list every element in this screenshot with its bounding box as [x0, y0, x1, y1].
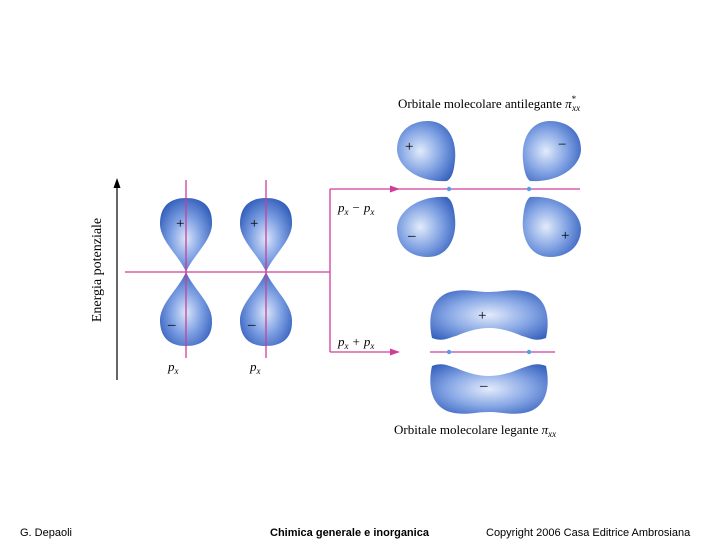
p-orbital-2-sign-bottom: – [247, 317, 256, 333]
comb-plus-a-sub: x [344, 341, 349, 351]
connector-bonding-arrowhead [390, 348, 400, 356]
combination-plus-label: px+px [337, 334, 374, 351]
antibonding-sign-bottom-right: + [561, 228, 569, 244]
p-orbital-1-label-base: p [167, 359, 175, 374]
antibonding-lobe-top-right [522, 121, 581, 182]
bonding-title-sub: xx [547, 429, 556, 439]
antibonding-title-symbol: π [565, 96, 572, 111]
atomic-p-orbital-1: + – px [159, 180, 213, 376]
bonding-nucleus-left [446, 349, 452, 355]
connector-antibonding-arrowhead [390, 185, 400, 193]
antibonding-title-text: Orbitale molecolare antilegante [398, 96, 565, 111]
antibonding-title: Orbitale molecolare antilegante π*xx [398, 94, 580, 113]
antibonding-lobe-bottom-left [397, 196, 456, 257]
comb-minus-b-sub: x [369, 207, 374, 217]
antibonding-title-sub: xx [571, 103, 580, 113]
p-orbital-1-sign-top: + [176, 216, 184, 232]
footer-book-title: Chimica generale e inorganica [270, 527, 429, 539]
p-orbital-2-sign-top: + [250, 216, 258, 232]
p-orbital-2-label-base: p [249, 359, 257, 374]
comb-minus-a: p [337, 200, 345, 215]
comb-minus-a-sub: x [344, 207, 349, 217]
antibonding-lobe-bottom-right [522, 196, 581, 257]
antibonding-lobe-top-left [397, 121, 456, 182]
bonding-title: Orbitale molecolare legante πxx [394, 422, 556, 439]
antibonding-nucleus-right [526, 186, 532, 192]
bonding-band-top [430, 290, 548, 340]
p-orbital-1-label: px [167, 359, 179, 376]
footer-author: G. Depaoli [20, 527, 72, 539]
combination-connector [329, 185, 400, 356]
comb-plus-b-sub: x [369, 341, 374, 351]
bonding-sign-bottom: – [479, 378, 488, 394]
antibonding-nucleus-left [446, 186, 452, 192]
antibonding-title-sup: * [572, 94, 577, 104]
bonding-orbital: + – Orbitale molecolare legante πxx [394, 290, 556, 439]
atomic-p-orbital-2: + – px [239, 180, 293, 376]
comb-plus-b: p [363, 334, 371, 349]
bonding-nucleus-right [526, 349, 532, 355]
energy-axis-label: Energia potenziale [90, 218, 105, 322]
antibonding-sign-top-right: − [558, 137, 566, 153]
energy-axis-arrowhead [113, 178, 121, 188]
antibonding-orbital: Orbitale molecolare antilegante π*xx + −… [397, 94, 581, 257]
comb-minus-op: − [353, 200, 360, 215]
p-orbital-1-label-sub: x [174, 366, 179, 376]
comb-plus-a: p [337, 334, 345, 349]
p-orbital-2-label: px [249, 359, 261, 376]
bonding-band-bottom [430, 364, 548, 414]
combination-minus-label: px−px [337, 200, 374, 217]
bonding-title-symbol: π [542, 422, 549, 437]
footer-copyright: Copyright 2006 Casa Editrice Ambrosiana [486, 527, 691, 539]
bonding-sign-top: + [478, 308, 486, 324]
antibonding-sign-bottom-left: – [407, 228, 416, 244]
comb-plus-op: + [353, 334, 360, 349]
bonding-title-text: Orbitale molecolare legante [394, 422, 542, 437]
p-orbital-2-label-sub: x [256, 366, 261, 376]
p-orbital-1-sign-bottom: – [167, 317, 176, 333]
antibonding-sign-top-left: + [405, 139, 413, 155]
comb-minus-b: p [363, 200, 371, 215]
